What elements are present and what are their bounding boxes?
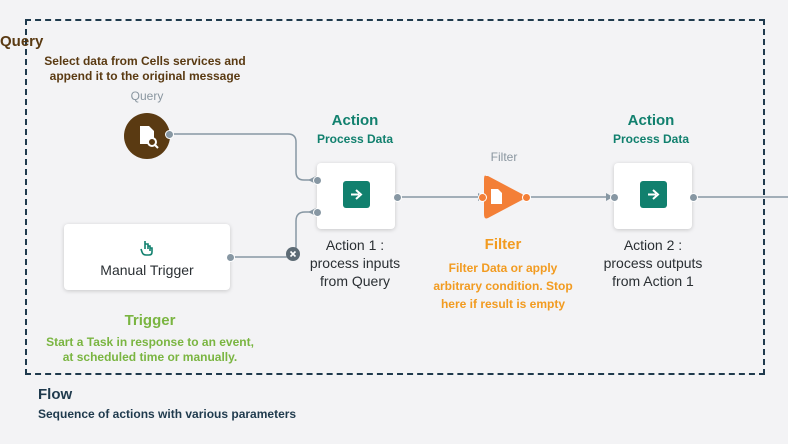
trigger-description: Start a Task in response to an event, at… <box>30 335 270 365</box>
action1-line3: from Query <box>319 273 390 289</box>
filter-description: Filter Data or apply arbitrary condition… <box>420 259 586 313</box>
action1-card[interactable] <box>317 163 395 229</box>
action2-line2: process outputs <box>603 255 703 271</box>
action2-card[interactable] <box>614 163 692 229</box>
share-arrow-icon <box>343 181 370 208</box>
filter-output-port[interactable] <box>522 193 531 202</box>
action2-title: Action <box>627 112 675 129</box>
document-search-icon <box>140 126 159 149</box>
action1-label: Action 1 : process inputs from Query <box>290 236 420 290</box>
action2-subtitle: Process Data <box>612 132 690 146</box>
trigger-desc-line2: at scheduled time or manually. <box>62 350 238 364</box>
filter-node[interactable] <box>480 172 528 227</box>
filter-node-label: Filter <box>490 150 518 164</box>
action1-line2: process inputs <box>309 255 401 271</box>
action2-label: Action 2 : process outputs from Action 1 <box>588 236 718 290</box>
share-arrow-icon <box>640 181 667 208</box>
filter-title: Filter <box>484 236 522 253</box>
trigger-output-port[interactable] <box>226 253 235 262</box>
action2-output-port[interactable] <box>689 193 698 202</box>
action2-input-port[interactable] <box>610 193 619 202</box>
flow-title: Flow <box>38 386 73 403</box>
document-icon <box>491 189 502 204</box>
action1-output-port[interactable] <box>393 193 402 202</box>
query-node-label: Query <box>130 89 164 103</box>
filter-input-port[interactable] <box>478 193 487 202</box>
action1-line1: Action 1 : <box>325 237 385 253</box>
query-desc-line1: Select data from Cells services and <box>44 54 246 68</box>
action1-input-port-top[interactable] <box>313 176 322 185</box>
query-output-port[interactable] <box>165 130 174 139</box>
filter-desc-line3: here if result is empty <box>440 297 566 311</box>
query-description: Select data from Cells services and appe… <box>0 54 290 84</box>
query-node[interactable] <box>124 113 170 159</box>
action2-line3: from Action 1 <box>612 273 694 289</box>
action1-title: Action <box>331 112 379 129</box>
action1-input-port-bottom[interactable] <box>313 208 322 217</box>
filter-desc-line2: arbitrary condition. Stop <box>433 279 573 293</box>
filter-desc-line1: Filter Data or apply <box>448 261 558 275</box>
wire-query-to-action1 <box>170 133 312 181</box>
action2-line1: Action 2 : <box>623 237 683 253</box>
flow-subtitle: Sequence of actions with various paramet… <box>38 407 297 421</box>
arrow-into-action2 <box>606 193 613 201</box>
trigger-title: Trigger <box>124 312 176 329</box>
hand-pointer-icon <box>140 241 153 256</box>
manual-trigger-card[interactable]: Manual Trigger <box>64 224 230 290</box>
query-desc-line2: append it to the original message <box>49 69 241 83</box>
manual-trigger-label: Manual Trigger <box>100 262 194 278</box>
close-circle-icon[interactable] <box>286 247 300 261</box>
action1-subtitle: Process Data <box>316 132 394 146</box>
query-title: Query <box>0 33 44 50</box>
trigger-desc-line1: Start a Task in response to an event, <box>46 335 254 349</box>
